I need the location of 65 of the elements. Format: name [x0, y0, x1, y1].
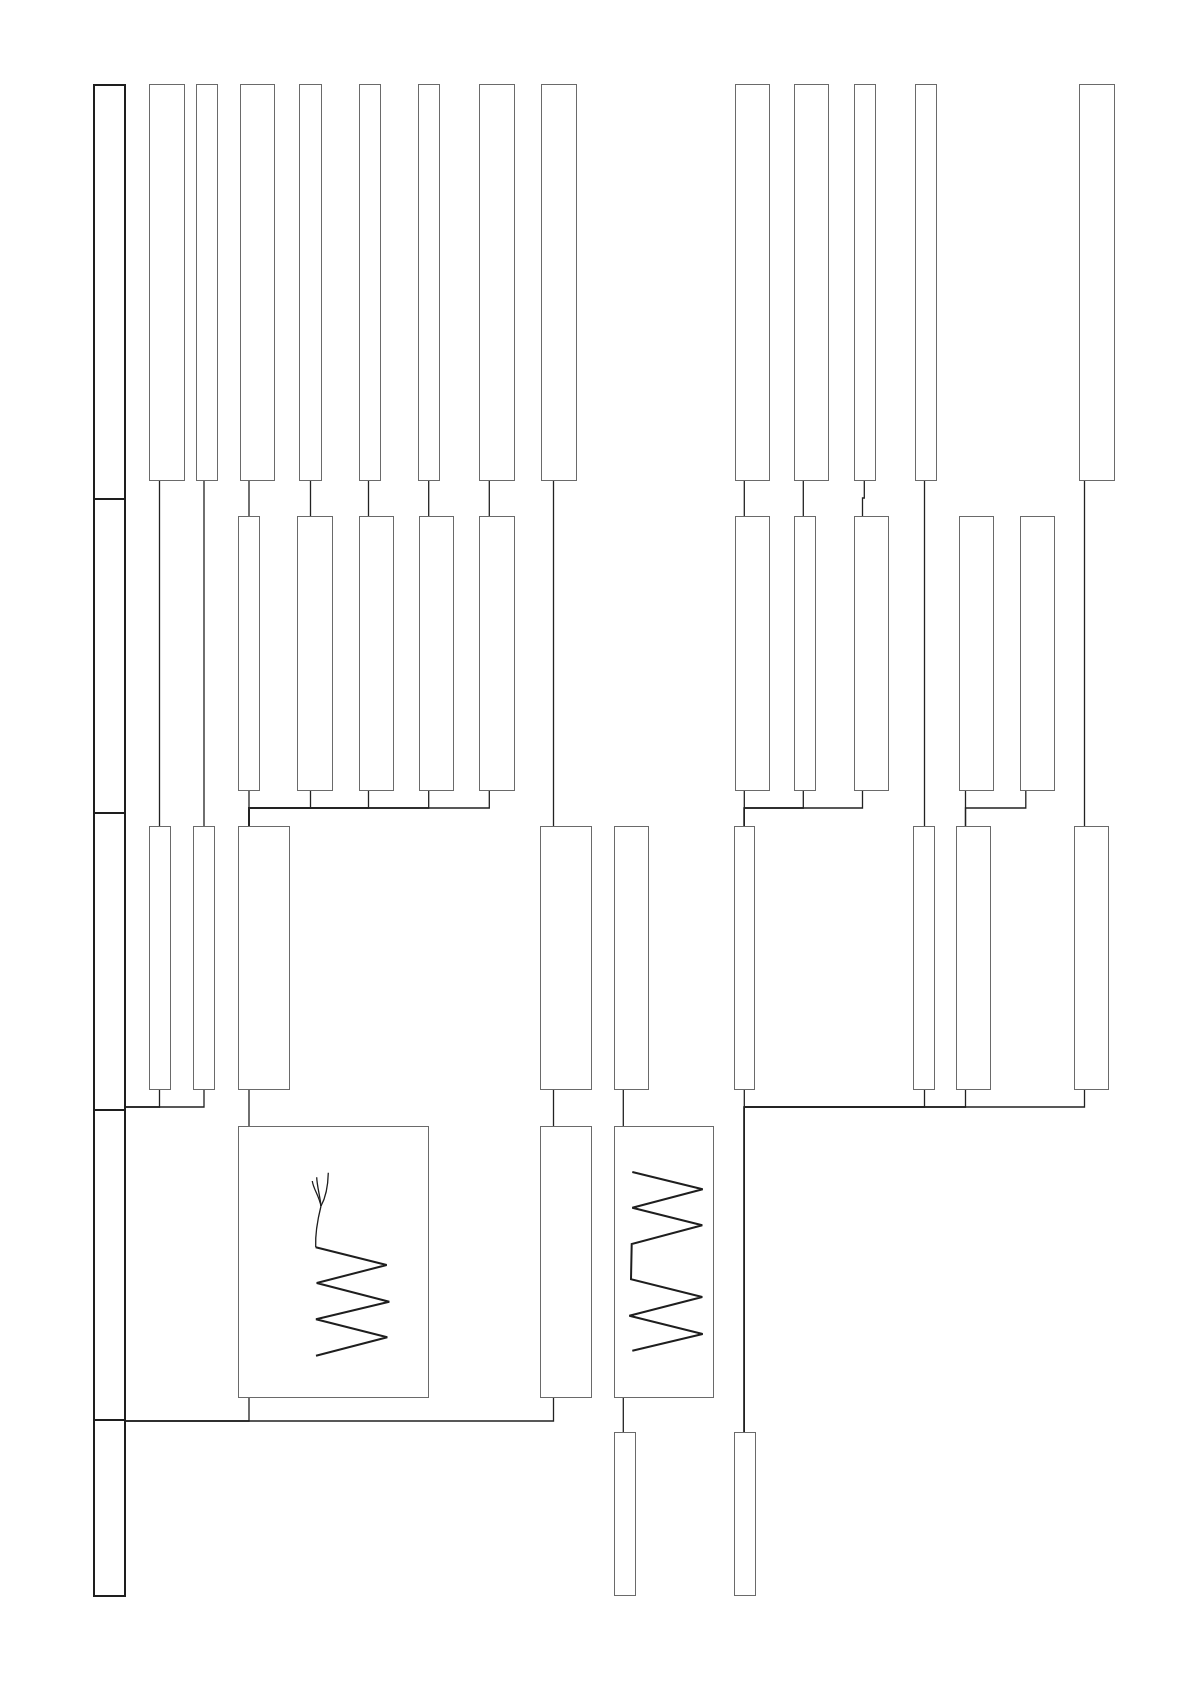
empty-box: [238, 516, 260, 791]
empty-box: [359, 84, 381, 481]
connector-line: [158, 480, 161, 827]
empty-box: [794, 516, 816, 791]
empty-box: [418, 84, 440, 481]
empty-box: [149, 84, 185, 481]
empty-box: [614, 826, 649, 1090]
drawing-frame: [614, 1126, 714, 1398]
band-segment: [93, 498, 126, 814]
empty-box: [734, 1432, 756, 1596]
empty-box: [956, 826, 991, 1090]
empty-box: [913, 826, 935, 1090]
empty-box: [193, 826, 215, 1090]
band-segment: [93, 812, 126, 1111]
empty-box: [479, 84, 515, 481]
empty-box: [196, 84, 218, 481]
connector-line: [802, 480, 804, 517]
connector-line: [488, 480, 490, 517]
empty-box: [735, 84, 770, 481]
connector-line: [743, 480, 745, 517]
connector-line: [743, 1089, 1086, 1433]
drawing-frame: [238, 1126, 429, 1398]
empty-box: [149, 826, 171, 1090]
empty-box: [794, 84, 829, 481]
empty-box: [1020, 516, 1055, 791]
band-segment: [93, 1419, 126, 1597]
empty-box: [540, 826, 592, 1090]
empty-box: [240, 84, 275, 481]
band-segment: [93, 1109, 126, 1421]
connector-line: [248, 480, 250, 517]
connector-line: [964, 790, 1027, 827]
empty-box: [614, 1432, 636, 1596]
empty-box: [915, 84, 937, 481]
connector-line: [367, 480, 370, 517]
empty-box: [734, 826, 755, 1090]
empty-box: [479, 516, 515, 791]
empty-box: [540, 1126, 592, 1398]
connector-line: [743, 790, 864, 827]
empty-box: [297, 516, 333, 791]
connector-line: [309, 480, 312, 517]
connector-line: [428, 480, 430, 517]
empty-box: [854, 516, 889, 791]
connector-line: [622, 1397, 624, 1433]
band-segment: [93, 84, 126, 500]
connector-line: [125, 1397, 555, 1422]
connector-line: [203, 480, 205, 827]
connector-line: [552, 1089, 555, 1127]
connector-line: [923, 480, 926, 827]
empty-box: [854, 84, 876, 481]
empty-box: [735, 516, 770, 791]
empty-box: [419, 516, 454, 791]
connector-line: [248, 1089, 250, 1127]
connector-line: [125, 1089, 205, 1108]
empty-box: [238, 826, 290, 1090]
connector-line: [622, 1089, 624, 1127]
connector-line: [1083, 480, 1086, 827]
empty-box: [1074, 826, 1109, 1090]
empty-box: [959, 516, 994, 791]
empty-box: [359, 516, 394, 791]
connector-line: [552, 480, 555, 827]
empty-box: [1079, 84, 1115, 481]
connector-line: [861, 480, 865, 517]
empty-box: [299, 84, 322, 481]
connector-line: [248, 790, 490, 827]
empty-box: [541, 84, 577, 481]
